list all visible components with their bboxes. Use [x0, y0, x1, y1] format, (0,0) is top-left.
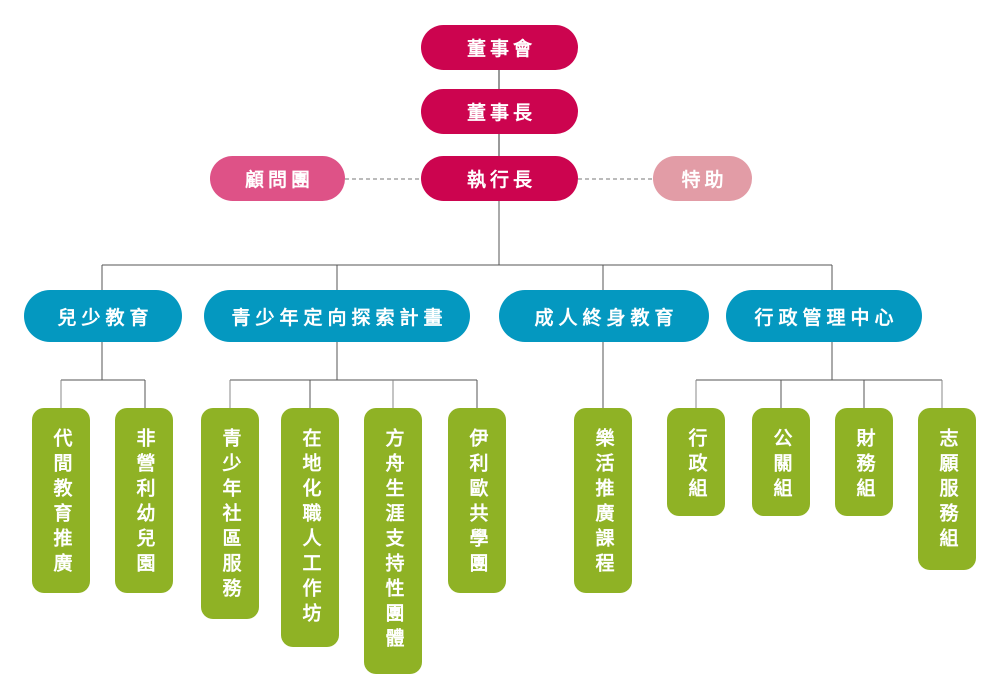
node-label: 董事長 [466, 102, 536, 124]
dept-label: 行政管理中心 [754, 306, 899, 329]
node-label: 特助 [681, 169, 728, 191]
unit-label: 伊利歐共學團 [466, 428, 489, 578]
unit-leisure-courses: 樂活推廣課程 [574, 408, 632, 593]
unit-label: 非營利幼兒園 [133, 428, 156, 578]
unit-intergenerational-education: 代間教育推廣 [32, 408, 90, 593]
unit-ilio-colearning-group: 伊利歐共學團 [448, 408, 506, 593]
node-chairman: 董事長 [421, 89, 578, 134]
node-advisory-board: 顧問團 [210, 156, 345, 201]
node-special-assistant: 特助 [653, 156, 752, 201]
node-label: 顧問團 [244, 169, 314, 191]
unit-label: 志願服務組 [936, 428, 959, 553]
unit-nonprofit-kindergarten: 非營利幼兒園 [115, 408, 173, 593]
unit-label: 財務組 [853, 428, 876, 503]
unit-label: 青少年社區服務 [219, 428, 242, 603]
unit-local-craft-workshop: 在地化職人工作坊 [281, 408, 339, 647]
unit-label: 公關組 [770, 428, 793, 503]
unit-label: 樂活推廣課程 [592, 428, 615, 578]
unit-ark-career-support-group: 方舟生涯支持性團體 [364, 408, 422, 674]
unit-label: 方舟生涯支持性團體 [382, 428, 405, 653]
dept-children-education: 兒少教育 [24, 290, 182, 342]
unit-public-relations-team: 公關組 [752, 408, 810, 516]
unit-finance-team: 財務組 [835, 408, 893, 516]
unit-volunteer-service-team: 志願服務組 [918, 408, 976, 570]
unit-youth-community-service: 青少年社區服務 [201, 408, 259, 619]
node-board-of-directors: 董事會 [421, 25, 578, 70]
unit-label: 代間教育推廣 [50, 428, 73, 578]
dept-adult-lifelong-education: 成人終身教育 [499, 290, 709, 342]
node-label: 執行長 [466, 169, 536, 191]
unit-label: 在地化職人工作坊 [299, 428, 322, 628]
dept-administration-center: 行政管理中心 [726, 290, 922, 342]
unit-administration-team: 行政組 [667, 408, 725, 516]
dept-label: 兒少教育 [57, 306, 154, 329]
dept-label: 成人終身教育 [534, 306, 679, 329]
node-label: 董事會 [466, 38, 536, 60]
dept-youth-orientation-program: 青少年定向探索計畫 [204, 290, 470, 342]
node-ceo: 執行長 [421, 156, 578, 201]
unit-label: 行政組 [685, 428, 708, 503]
dept-label: 青少年定向探索計畫 [231, 306, 448, 329]
